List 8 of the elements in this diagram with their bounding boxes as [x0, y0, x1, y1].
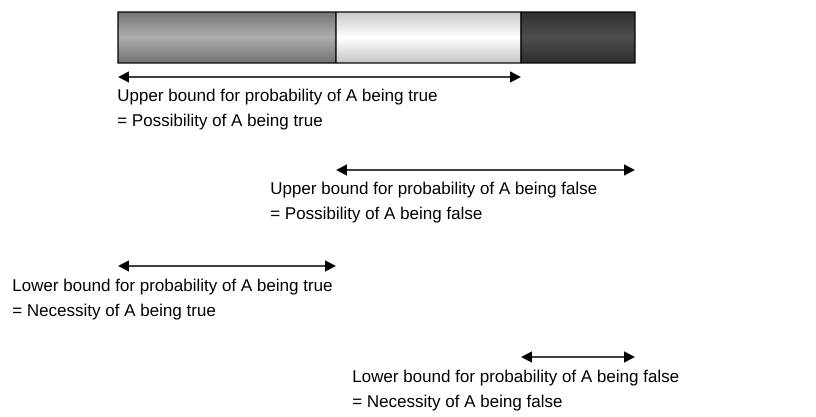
annotation-text: = Possibility of A being false	[271, 206, 482, 223]
annotation-text: Upper bound for probability of A being true	[118, 88, 437, 105]
annotation-text: = Possibility of A being true	[118, 114, 322, 130]
annotation-text: Upper bound for probability of A being false	[272, 182, 596, 198]
annotation-text: = Necessity of A being true	[13, 304, 216, 320]
annotation-text: Lower bound for probability of A being false	[354, 370, 678, 386]
annotation-text: = Necessity of A being false	[353, 394, 562, 411]
annotation-text: Lower bound for probability of A being true	[14, 278, 332, 295]
